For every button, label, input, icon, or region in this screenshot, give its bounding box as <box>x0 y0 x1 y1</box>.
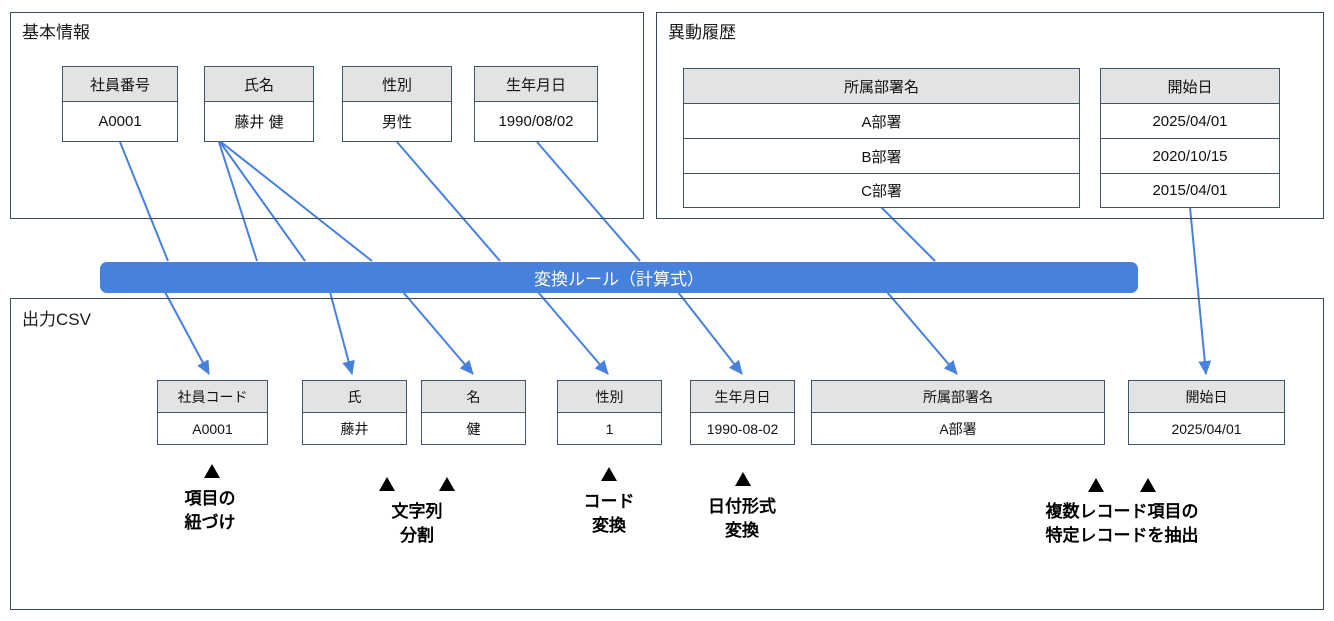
output-col-6: 開始日 2025/04/01 <box>1128 380 1285 445</box>
annotation-label-1: 文字列 分割 <box>391 502 443 545</box>
basic-field-3-header: 生年月日 <box>475 67 597 102</box>
output-col-2-header: 名 <box>422 381 525 413</box>
panel-transfer-history <box>656 12 1324 219</box>
basic-field-2-header: 性別 <box>343 67 451 102</box>
output-col-5: 所属部署名 A部署 <box>811 380 1105 445</box>
basic-field-0: 社員番号 A0001 <box>62 66 178 142</box>
panel-output-csv-title: 出力CSV <box>22 310 91 329</box>
panel-output-csv <box>10 298 1324 610</box>
annotation-marker-4b <box>1140 478 1156 492</box>
basic-field-1-value: 藤井 健 <box>205 102 313 141</box>
output-col-3-value: 1 <box>558 413 661 444</box>
history-department-table: 所属部署名 A部署 B部署 C部署 <box>683 68 1080 208</box>
output-col-6-value: 2025/04/01 <box>1129 413 1284 444</box>
conversion-rule-bar[interactable]: 変換ルール（計算式） <box>100 262 1138 293</box>
annotation-marker-1a <box>379 477 395 491</box>
output-col-4-value: 1990-08-02 <box>691 413 794 444</box>
history-start-date-row-1: 2020/10/15 <box>1101 138 1279 173</box>
output-col-1: 氏 藤井 <box>302 380 407 445</box>
panel-basic-info-title: 基本情報 <box>22 23 90 42</box>
panel-basic-info <box>10 12 644 219</box>
output-col-2-value: 健 <box>422 413 525 444</box>
output-col-5-header: 所属部署名 <box>812 381 1104 413</box>
annotation-label-4: 複数レコード項目の 特定レコードを抽出 <box>1045 502 1199 545</box>
annotation-marker-3 <box>735 472 751 486</box>
output-col-5-value: A部署 <box>812 413 1104 444</box>
annotation-marker-1b <box>439 477 455 491</box>
output-col-6-header: 開始日 <box>1129 381 1284 413</box>
history-department-row-1: B部署 <box>684 138 1079 173</box>
basic-field-3-value: 1990/08/02 <box>475 102 597 141</box>
basic-field-2: 性別 男性 <box>342 66 452 142</box>
basic-field-2-value: 男性 <box>343 102 451 141</box>
output-col-0: 社員コード A0001 <box>157 380 268 445</box>
annotation-marker-2 <box>601 467 617 481</box>
output-col-0-value: A0001 <box>158 413 267 444</box>
basic-field-3: 生年月日 1990/08/02 <box>474 66 598 142</box>
output-col-1-header: 氏 <box>303 381 406 413</box>
output-col-3-header: 性別 <box>558 381 661 413</box>
basic-field-0-value: A0001 <box>63 102 177 141</box>
basic-field-1: 氏名 藤井 健 <box>204 66 314 142</box>
history-start-date-row-2: 2015/04/01 <box>1101 173 1279 207</box>
output-col-4: 生年月日 1990-08-02 <box>690 380 795 445</box>
annotation-label-2: コード 変換 <box>583 492 635 535</box>
output-col-3: 性別 1 <box>557 380 662 445</box>
history-department-row-2: C部署 <box>684 173 1079 207</box>
output-col-1-value: 藤井 <box>303 413 406 444</box>
basic-field-1-header: 氏名 <box>205 67 313 102</box>
history-department-header: 所属部署名 <box>684 69 1079 104</box>
annotation-label-0: 項目の 紐づけ <box>184 489 236 532</box>
annotation-marker-0 <box>204 464 220 478</box>
output-col-4-header: 生年月日 <box>691 381 794 413</box>
panel-transfer-history-title: 異動履歴 <box>668 23 736 42</box>
annotation-label-3: 日付形式 変換 <box>708 497 776 540</box>
basic-field-0-header: 社員番号 <box>63 67 177 102</box>
history-start-date-header: 開始日 <box>1101 69 1279 104</box>
output-col-0-header: 社員コード <box>158 381 267 413</box>
annotation-marker-4a <box>1088 478 1104 492</box>
output-col-2: 名 健 <box>421 380 526 445</box>
history-department-row-0: A部署 <box>684 104 1079 138</box>
history-start-date-table: 開始日 2025/04/01 2020/10/15 2015/04/01 <box>1100 68 1280 208</box>
history-start-date-row-0: 2025/04/01 <box>1101 104 1279 138</box>
